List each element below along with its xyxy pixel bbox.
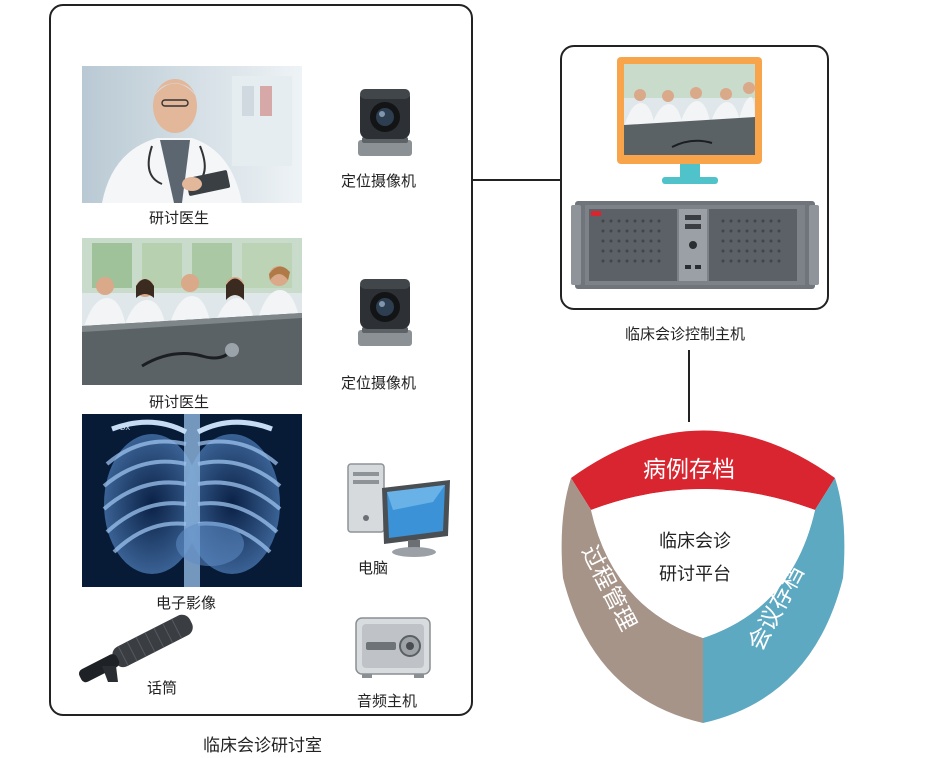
segment-case-archive (571, 430, 835, 510)
ptz-camera-icon (354, 85, 416, 160)
pc-label: 电脑 (358, 559, 389, 577)
platform-center-line1: 临床会诊 (659, 531, 731, 552)
room-title: 临床会诊研讨室 (203, 736, 322, 756)
doctor-photo-2 (82, 238, 302, 385)
doctor-label-1: 研讨医生 (149, 209, 210, 227)
segment-top-label: 病例存档 (643, 457, 735, 483)
microphone-icon (72, 610, 202, 685)
control-host-frame (560, 45, 829, 310)
server-icon (571, 197, 819, 293)
platform-center (591, 489, 815, 638)
doctor-label-2: 研讨医生 (149, 393, 210, 411)
xray-image: DX (82, 414, 302, 587)
xray-mark: DX (120, 424, 131, 432)
segment-process-management (561, 478, 703, 723)
camera-label-2: 定位摄像机 (341, 374, 417, 392)
segment-meeting-archive (703, 478, 845, 723)
mic-label: 话筒 (147, 679, 178, 697)
audio-host-icon (352, 612, 434, 682)
ptz-camera-icon (354, 275, 416, 350)
host-label: 临床会诊控制主机 (625, 325, 746, 343)
monitor-icon (617, 57, 762, 187)
platform-diagram (561, 430, 845, 723)
audio-host-label: 音频主机 (357, 692, 418, 710)
doctor-photo-1 (82, 66, 302, 203)
platform-center-line2: 研讨平台 (659, 564, 731, 585)
computer-icon (338, 458, 456, 558)
consultation-room-frame (49, 4, 473, 716)
xray-label: 电子影像 (156, 594, 217, 612)
camera-label-1: 定位摄像机 (341, 172, 417, 190)
